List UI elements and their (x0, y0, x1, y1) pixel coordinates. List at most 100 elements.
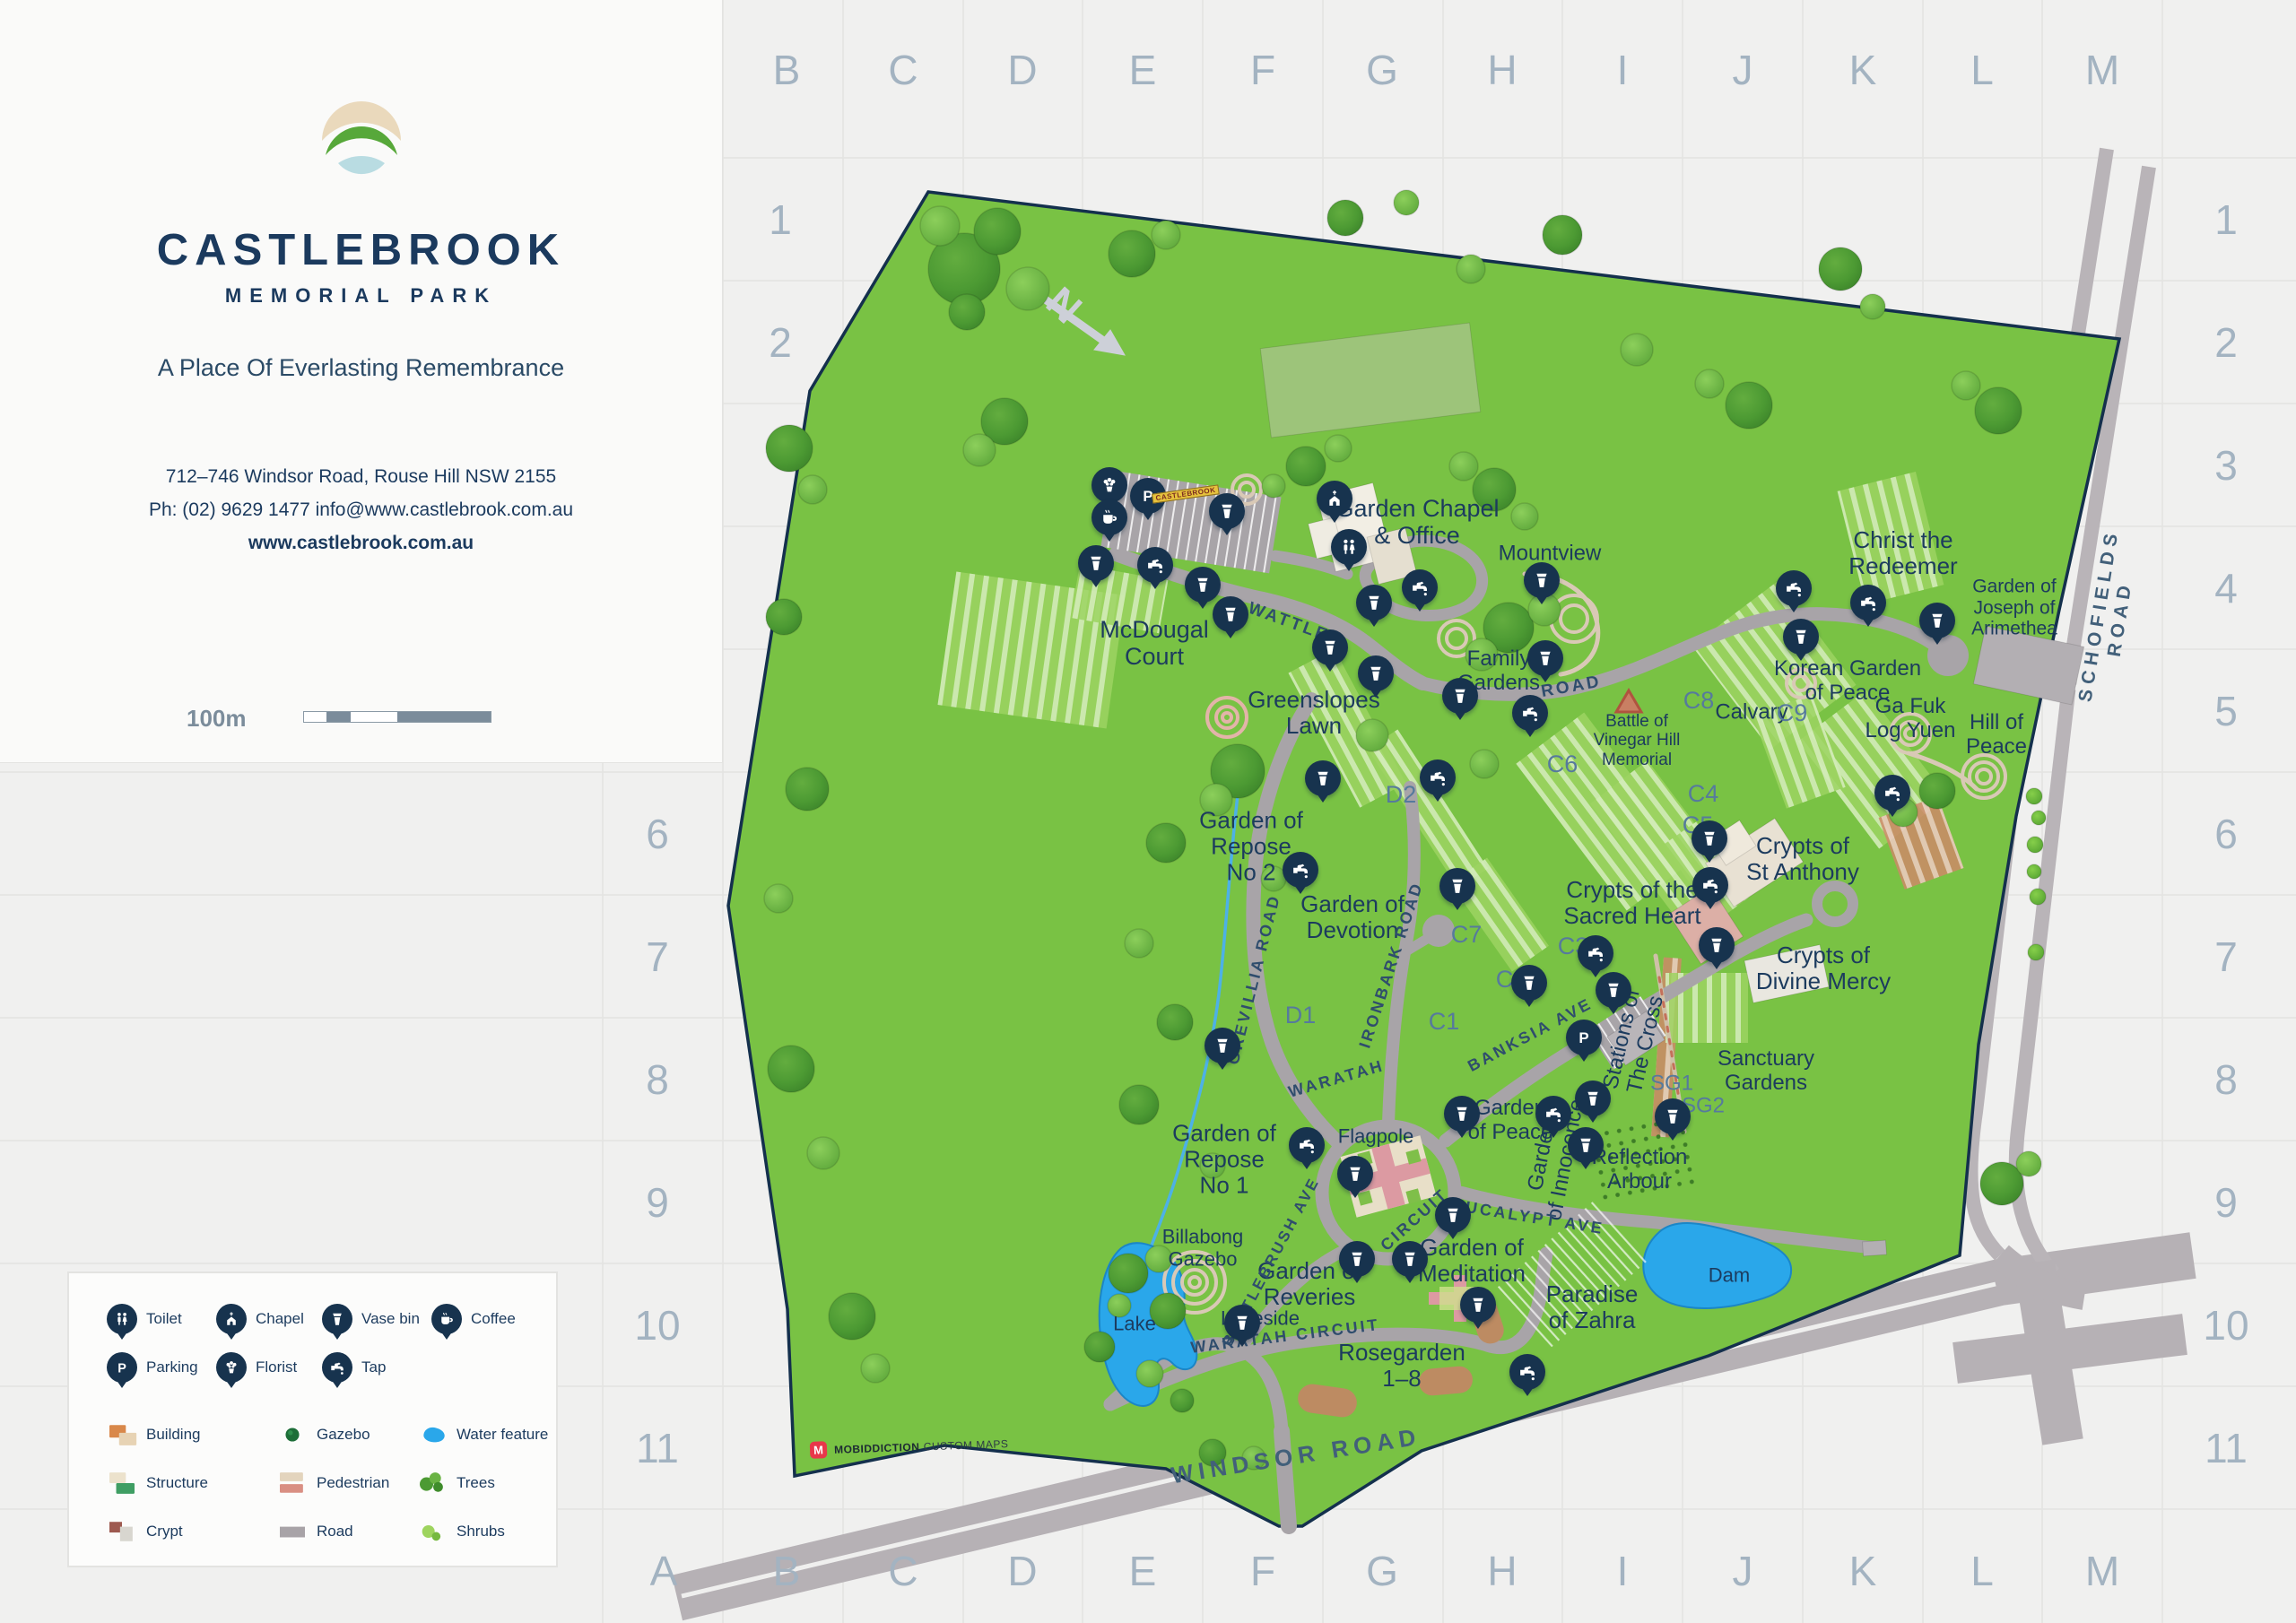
pin-tap-icon[interactable] (1289, 1127, 1325, 1163)
pin-vase-bin-icon[interactable] (1596, 972, 1631, 1008)
pin-vase-bin-icon[interactable] (1356, 585, 1392, 621)
pin-vase-bin-icon[interactable] (1699, 927, 1735, 963)
water-icon (417, 1422, 448, 1447)
pin-toilet-icon[interactable] (1331, 529, 1367, 565)
pin-vase-bin-icon[interactable] (1305, 760, 1341, 796)
pin-vase-bin-icon[interactable] (1185, 567, 1221, 603)
pin-tap-icon[interactable] (1283, 852, 1318, 888)
tap-icon (322, 1352, 352, 1383)
legend-item-coffee: Coffee (431, 1304, 530, 1334)
grid-column-label: H (1487, 47, 1518, 93)
svg-text:P: P (1578, 1029, 1588, 1046)
park-grounds (726, 190, 2122, 1528)
grid-row-label: 6 (2214, 811, 2238, 857)
pin-tap-icon[interactable] (1776, 570, 1812, 606)
legend-item-chapel: Chapel (216, 1304, 322, 1334)
florist-icon (216, 1352, 247, 1383)
parking-icon: P (107, 1352, 137, 1383)
pin-vase-bin-icon[interactable] (1439, 868, 1475, 904)
pin-vase-bin-icon[interactable] (1783, 619, 1819, 655)
grid-column-label: B (772, 1548, 801, 1594)
grid-column-label: K (1848, 47, 1877, 93)
pin-chapel-icon[interactable] (1317, 481, 1352, 516)
grid-column-label: G (1366, 47, 1398, 93)
pin-vase-bin-icon[interactable] (1442, 678, 1478, 714)
pin-vase-bin-icon[interactable] (1919, 603, 1955, 638)
grid-row-label: 11 (636, 1425, 679, 1471)
pin-vase-bin-icon[interactable] (1527, 640, 1563, 676)
legend-item-shrubs: Shrubs (417, 1519, 565, 1544)
grid-column-label: D (1007, 47, 1038, 93)
legend-item-trees: Trees (417, 1471, 565, 1496)
pin-parking-icon[interactable]: P (1566, 1020, 1602, 1055)
grid-row-label: 3 (2214, 442, 2238, 489)
grid-row-label: 10 (2203, 1302, 2249, 1349)
scale-track (303, 711, 491, 723)
coffee-icon (431, 1304, 462, 1334)
pin-vase-bin-icon[interactable] (1224, 1305, 1260, 1341)
legend-item-pedestrian: Pedestrian (277, 1471, 417, 1496)
pin-vase-bin-icon[interactable] (1444, 1096, 1480, 1132)
pin-vase-bin-icon[interactable] (1392, 1241, 1428, 1277)
legend-item-vase-bin: Vase bin (322, 1304, 431, 1334)
grid-column-label: M (2084, 47, 2120, 93)
pin-vase-bin-icon[interactable] (1575, 1081, 1611, 1116)
pin-florist-icon[interactable] (1091, 467, 1127, 503)
grid-row-label: 7 (2214, 933, 2238, 980)
pin-vase-bin-icon[interactable] (1460, 1287, 1496, 1323)
pin-vase-bin-icon[interactable] (1339, 1241, 1375, 1277)
pin-tap-icon[interactable] (1420, 759, 1456, 795)
legend-item-toilet: Toilet (107, 1304, 216, 1334)
pin-vase-bin-icon[interactable] (1209, 493, 1245, 529)
scale-bar: 100m (0, 705, 722, 732)
pin-tap-icon[interactable] (1578, 935, 1613, 971)
pin-vase-bin-icon[interactable] (1213, 596, 1248, 632)
grid-column-label: A (649, 1548, 678, 1594)
legend-item-florist: Florist (216, 1352, 322, 1383)
website-link[interactable]: www.castlebrook.com.au (248, 532, 474, 553)
info-panel: CASTLEBROOK MEMORIAL PARK A Place Of Eve… (0, 0, 723, 763)
contact-block: 712–746 Windsor Road, Rouse Hill NSW 215… (0, 461, 722, 560)
pin-tap-icon[interactable] (1535, 1096, 1571, 1132)
grid-column-label: E (1128, 1548, 1157, 1594)
grid-column-label: F (1249, 47, 1276, 93)
pedestrian-icon (277, 1471, 308, 1496)
grid-row-label: 8 (2214, 1056, 2238, 1103)
grid-column-label: M (2084, 1548, 2120, 1594)
pin-tap-icon[interactable] (1874, 775, 1910, 811)
pin-vase-bin-icon[interactable] (1655, 1098, 1691, 1134)
toilet-icon (107, 1304, 137, 1334)
grid-row-label: 11 (2205, 1425, 2248, 1471)
pin-vase-bin-icon[interactable] (1524, 562, 1560, 598)
pin-tap-icon[interactable] (1850, 585, 1886, 621)
pin-vase-bin-icon[interactable] (1358, 655, 1394, 691)
pin-vase-bin-icon[interactable] (1568, 1127, 1604, 1163)
pin-tap-icon[interactable] (1512, 695, 1548, 731)
pin-tap-icon[interactable] (1692, 867, 1728, 903)
svg-text:P: P (1143, 488, 1152, 505)
grid-row-label: 1 (769, 196, 792, 243)
pin-coffee-icon[interactable] (1091, 499, 1127, 535)
pin-vase-bin-icon[interactable] (1312, 629, 1348, 665)
brand-tagline: A Place Of Everlasting Remembrance (157, 354, 565, 381)
grid-row-label: 8 (646, 1056, 669, 1103)
pin-vase-bin-icon[interactable] (1511, 965, 1547, 1001)
pin-tap-icon[interactable] (1402, 569, 1438, 605)
structure-icon (107, 1471, 137, 1496)
road-icon (277, 1519, 308, 1544)
scale-segment (350, 712, 398, 722)
pin-tap-icon[interactable] (1137, 547, 1173, 583)
gazebo-icon (277, 1422, 308, 1447)
grid-column-label: C (888, 1548, 918, 1594)
pin-vase-bin-icon[interactable] (1205, 1028, 1240, 1063)
pin-vase-bin-icon[interactable] (1337, 1156, 1373, 1192)
pin-vase-bin-icon[interactable] (1692, 820, 1727, 856)
grid-column-label: L (1970, 47, 1994, 93)
pin-tap-icon[interactable] (1509, 1354, 1545, 1390)
pin-vase-bin-icon[interactable] (1435, 1197, 1471, 1233)
pin-vase-bin-icon[interactable] (1078, 545, 1114, 581)
grid-column-label: I (1616, 1548, 1629, 1594)
trees (763, 189, 2047, 1471)
